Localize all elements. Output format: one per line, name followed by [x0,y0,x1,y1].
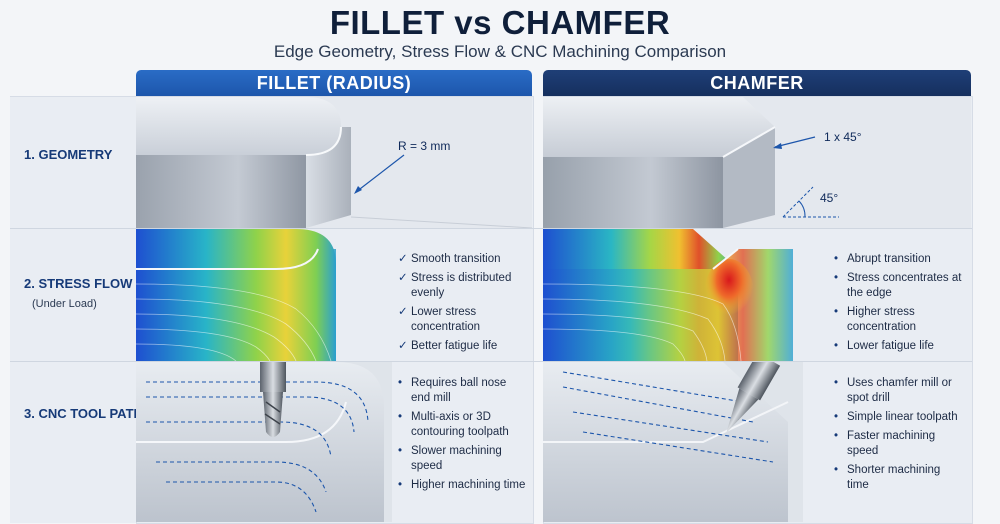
row-sublabel-stress: (Under Load) [32,298,97,310]
chamfer-size-annotation: 1 x 45° [824,130,862,144]
note-item: •Stress concentrates at the edge [834,272,962,299]
bullet-icon: • [834,306,839,318]
note-item: •Simple linear toolpath [834,411,958,423]
bullet-icon: • [398,377,403,389]
check-icon: ✓ [398,253,408,265]
note-item: •Uses chamfer mill or spot drill [834,377,952,404]
row-divider [10,228,972,229]
note-item: •Requires ball nose end mill [398,377,507,404]
bullet-icon: • [834,411,839,423]
page-subtitle: Edge Geometry, Stress Flow & CNC Machini… [273,42,727,61]
note-item: •Higher stress concentration [834,306,917,333]
fillet-stress-image [136,229,381,361]
chamfer-geometry-image [543,97,971,228]
note-item: •Lower fatigue life [834,340,934,352]
note-item: •Faster machining speed [834,430,936,457]
chamfer-angle-annotation: 45° [820,191,839,205]
bullet-icon: • [398,445,403,457]
note-item: ✓Stress is distributed evenly [398,272,512,299]
row-label-stress: 2. STRESS FLOW [24,276,133,291]
chamfer-column-header: CHAMFER [543,70,971,96]
bullet-icon: • [834,340,839,352]
row-divider [10,361,972,362]
page-title: FILLET vs CHAMFER [329,4,671,41]
fillet-cnc-notes: •Requires ball nose end mill •Multi-axis… [398,376,526,497]
note-item: •Shorter machining time [834,464,941,491]
note-item: ✓Smooth transition [398,253,501,265]
fillet-cnc-image [136,362,392,522]
fillet-column-header: FILLET (RADIUS) [136,70,532,96]
fillet-stress-notes: ✓Smooth transition ✓Stress is distribute… [398,252,526,358]
note-item: •Higher machining time [398,479,526,491]
note-item: •Abrupt transition [834,253,931,265]
row-label-geometry: 1. GEOMETRY [24,147,113,162]
bullet-icon: • [398,411,403,423]
note-item: •Multi-axis or 3D contouring toolpath [398,411,509,438]
fillet-geometry-image [136,97,532,228]
fillet-radius-annotation: R = 3 mm [398,139,451,153]
bullet-icon: • [834,464,839,476]
bullet-icon: • [834,253,839,265]
note-item: ✓Lower stress concentration [398,306,481,333]
note-item: •Slower machining speed [398,445,502,472]
note-item: ✓Better fatigue life [398,340,498,352]
chamfer-cnc-image [543,362,803,522]
check-icon: ✓ [398,306,408,318]
bullet-icon: • [834,377,839,389]
chamfer-cnc-notes: •Uses chamfer mill or spot drill •Simple… [834,376,964,497]
chamfer-stress-notes: •Abrupt transition •Stress concentrates … [834,252,964,358]
bullet-icon: • [834,430,839,442]
row-label-column [10,96,136,523]
bullet-icon: • [398,479,403,491]
row-label-cnc: 3. CNC TOOL PATH [24,406,143,421]
check-icon: ✓ [398,272,408,284]
chamfer-stress-image [543,229,793,361]
bullet-icon: • [834,272,839,284]
check-icon: ✓ [398,340,408,352]
